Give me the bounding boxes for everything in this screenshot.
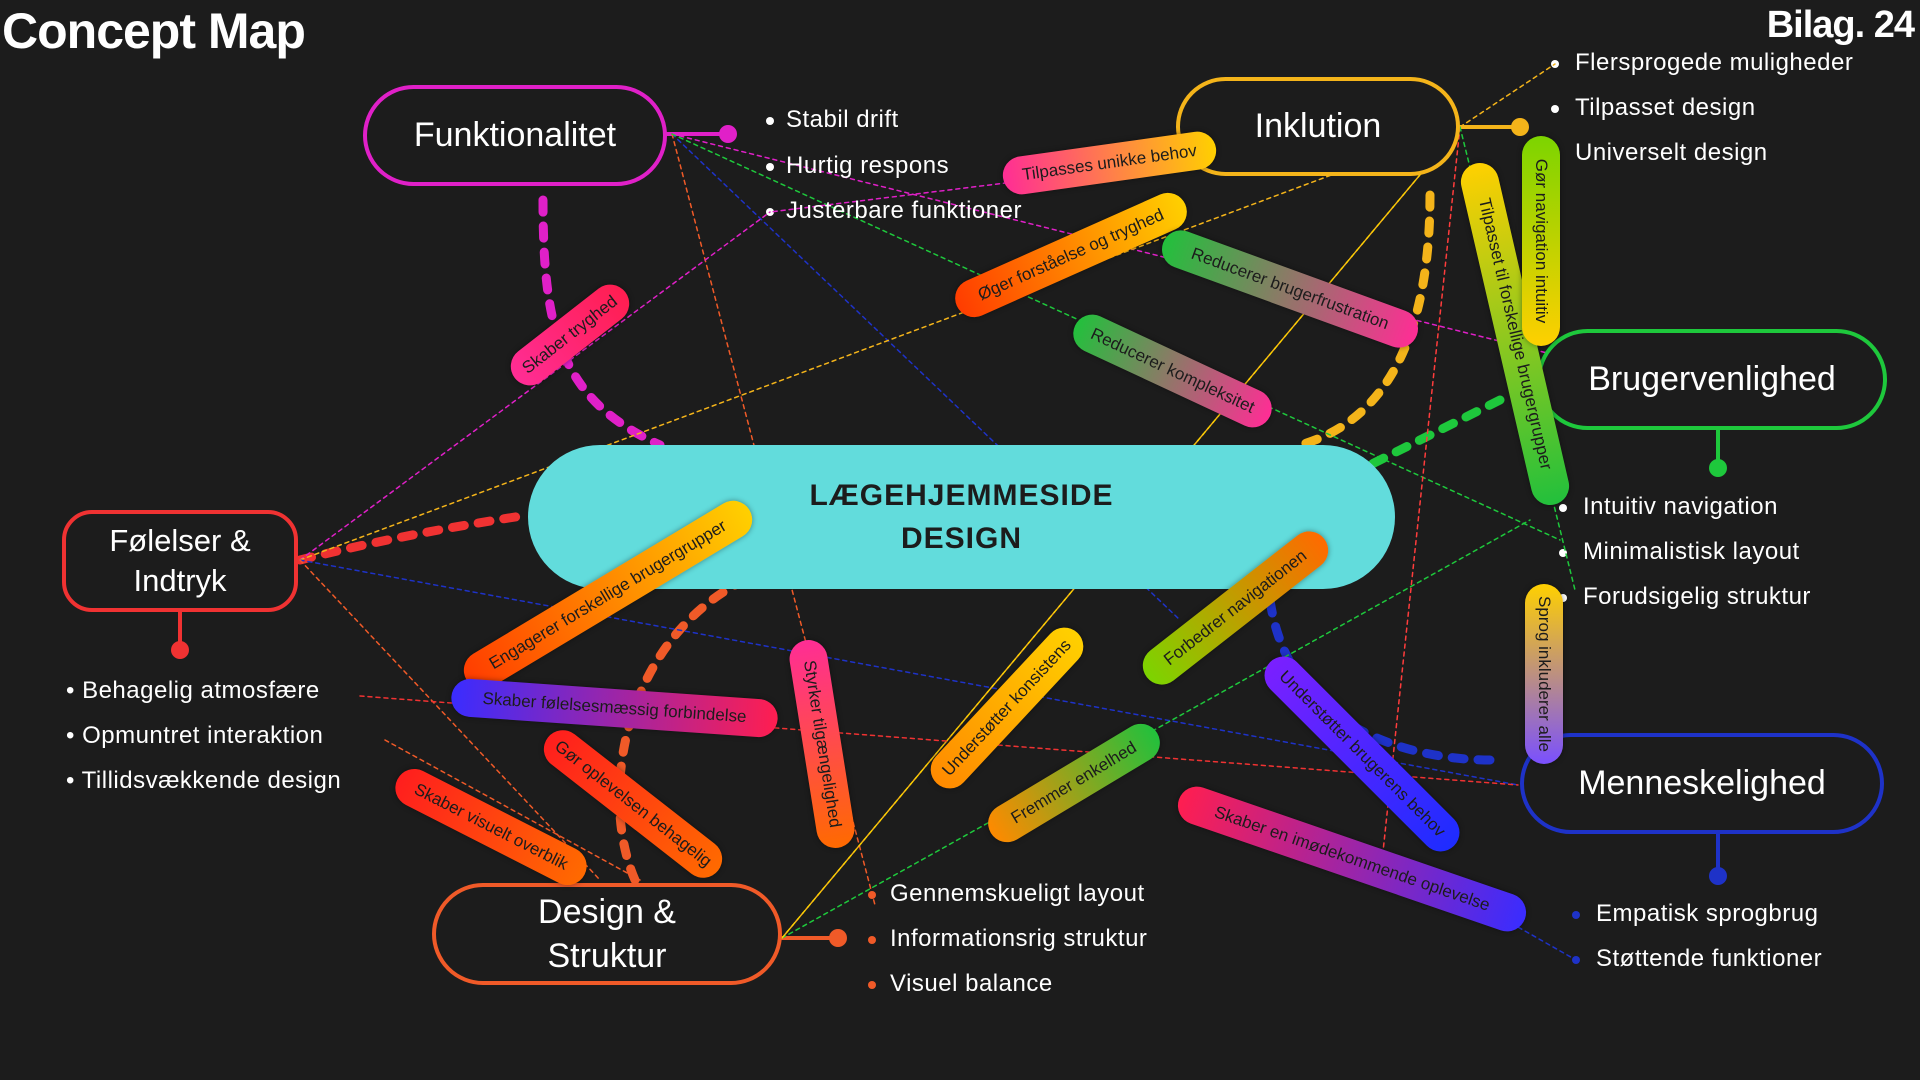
list-item: Universelt design <box>1575 139 1768 166</box>
list-item: Støttende funktioner <box>1596 945 1823 972</box>
connector-dot <box>829 929 847 947</box>
list-item: Gennemskueligt layout <box>890 880 1145 907</box>
node-folelser-line2: Indtryk <box>133 563 227 598</box>
link-pill: Gør navigation intuitiv <box>1522 136 1560 346</box>
list-item: Stabil drift <box>786 106 899 133</box>
connector-dot <box>1551 105 1559 113</box>
connector-line <box>295 510 533 565</box>
list-item: • Behagelig atmosfære <box>66 677 320 704</box>
list-item-text: Behagelig atmosfære <box>82 677 320 704</box>
connector-dot <box>766 117 774 125</box>
list-item: Tilpasset design <box>1575 94 1756 121</box>
list-item: Flersprogede muligheder <box>1575 49 1854 76</box>
list-item-text: Opmuntret interaktion <box>82 722 324 749</box>
node-brugervenlighed-label: Brugervenlighed <box>1588 360 1836 399</box>
list-item: • Opmuntret interaktion <box>66 722 324 749</box>
node-menneskelighed-label: Menneskelighed <box>1578 764 1826 803</box>
list-item: Empatisk sprogbrug <box>1596 900 1819 927</box>
link-pill: Sprog inkluderer alle <box>1525 584 1563 764</box>
list-item: Justerbare funktioner <box>786 197 1022 224</box>
list-item-text: Tillidsvækkende design <box>81 767 342 794</box>
list-item: Informationsrig struktur <box>890 925 1148 952</box>
connector-dot <box>1709 867 1727 885</box>
center-line-2: DESIGN <box>900 522 1022 555</box>
connector-dot <box>719 125 737 143</box>
page-title: Concept Map <box>2 3 306 59</box>
list-item: Intuitiv navigation <box>1583 493 1778 520</box>
connector-line <box>299 559 601 881</box>
connector-dot <box>1511 118 1529 136</box>
connector-line <box>384 739 641 881</box>
node-inklution-label: Inklution <box>1254 107 1382 146</box>
connector-line <box>1379 126 1461 881</box>
node-funktionalitet-label: Funktionalitet <box>413 116 617 155</box>
node-design-struktur-line1: Design & <box>538 892 676 931</box>
connector-dot <box>1572 911 1580 919</box>
connector-dot <box>766 163 774 171</box>
list-item: Forudsigelig struktur <box>1583 583 1811 610</box>
connector-dot <box>868 936 876 944</box>
connector-dot <box>1709 459 1727 477</box>
connector-line <box>1365 395 1505 470</box>
connector-line <box>299 211 771 561</box>
connector-line <box>299 126 1461 561</box>
node-design-struktur: Design & Struktur <box>432 883 782 985</box>
node-design-struktur-line2: Struktur <box>547 937 667 975</box>
node-folelser-line1: Følelser & <box>109 522 251 558</box>
connector-line <box>1295 190 1435 450</box>
node-brugervenlighed: Brugervenlighed <box>1537 329 1887 430</box>
node-menneskelighed: Menneskelighed <box>1520 733 1884 834</box>
connector-dot <box>868 981 876 989</box>
connector-dot <box>171 641 189 659</box>
appendix-label: Bilag. 24 <box>1766 4 1915 46</box>
node-folelser: Følelser & Indtryk <box>62 510 298 612</box>
connector-dot <box>1559 504 1567 512</box>
list-item: Hurtig respons <box>786 152 950 179</box>
list-item: • Tillidsvækkende design <box>66 767 342 794</box>
center-line-1: LÆGEHJEMMESIDE <box>809 478 1114 512</box>
node-funktionalitet: Funktionalitet <box>363 85 667 186</box>
connector-dot <box>1559 549 1567 557</box>
connector-line <box>1459 63 1556 128</box>
connector-line <box>781 519 1531 939</box>
list-item: Minimalistisk layout <box>1583 538 1800 565</box>
connector-line <box>299 559 1519 786</box>
node-inklution: Inklution <box>1176 77 1460 176</box>
list-item: Visuel balance <box>890 970 1053 997</box>
